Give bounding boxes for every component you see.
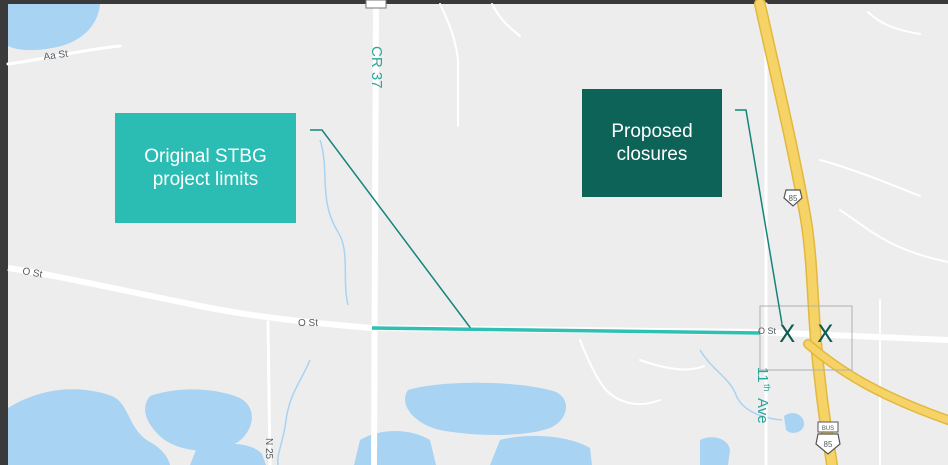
north-stub (867, 11, 921, 35)
eleventh-ave-label: 11 th Ave (754, 367, 772, 424)
original-limits-callout: Original STBG project limits (115, 113, 296, 223)
svg-text:BUS: BUS (822, 426, 834, 432)
cr37-road (371, 3, 379, 465)
ramp-east-2 (839, 209, 948, 263)
us85-shield-north: 85 (783, 189, 803, 207)
pond-east-2 (700, 437, 730, 465)
water-bodies (8, 4, 804, 465)
original-limits-line2: project limits (152, 169, 259, 190)
streams (276, 139, 783, 465)
lake-bottom-mid-1 (145, 389, 252, 451)
minor-roads (6, 2, 948, 465)
closure-area-box (759, 305, 853, 371)
callout-leader-original (310, 129, 473, 331)
o-st-label-east: O St (758, 326, 777, 336)
proposed-closures-line2: closures (616, 144, 688, 165)
bus85-shield: BUS 85 (815, 421, 841, 455)
closure-marker-2[interactable]: X (817, 320, 834, 348)
us85-highway (754, 0, 948, 465)
lake-bottom-left (8, 389, 170, 465)
upper-minor-road-2 (491, 3, 521, 37)
o-st-road (7, 265, 948, 343)
original-limits-line1: Original STBG (144, 146, 267, 167)
proposed-closures-callout: Proposed closures (582, 89, 722, 197)
lake-bottom-center-3 (490, 435, 592, 465)
svg-text:11: 11 (754, 367, 771, 383)
lake-bottom-mid-2 (190, 443, 266, 465)
svg-text:Ave: Ave (754, 398, 771, 424)
project-limits-line (371, 326, 761, 335)
lake-top-left (8, 4, 100, 51)
svg-text:th: th (762, 384, 772, 392)
aa-st-road (6, 44, 122, 66)
cr37-label: CR 37 (368, 46, 385, 89)
closure-marker-1[interactable]: X (779, 320, 796, 348)
n-25-road (266, 320, 272, 465)
pond-east (784, 413, 804, 433)
service-road-2 (639, 359, 705, 371)
aa-st-label: Aa St (43, 49, 69, 63)
svg-text:85: 85 (789, 194, 798, 203)
map-frame-edge (0, 0, 8, 465)
svg-text:85: 85 (824, 440, 833, 449)
ramp-east (819, 159, 921, 197)
map-frame-top (0, 0, 948, 4)
n-25-label: N 25 (263, 438, 274, 460)
callout-leader-closures (735, 109, 783, 325)
proposed-closures-line1: Proposed (611, 121, 693, 142)
lake-bottom-center (404, 382, 567, 435)
o-st-label-west: O St (21, 266, 43, 280)
o-st-label-center: O St (298, 318, 318, 329)
upper-minor-road (439, 3, 459, 127)
service-road-1 (579, 339, 661, 406)
cr37-shield (365, 0, 387, 9)
